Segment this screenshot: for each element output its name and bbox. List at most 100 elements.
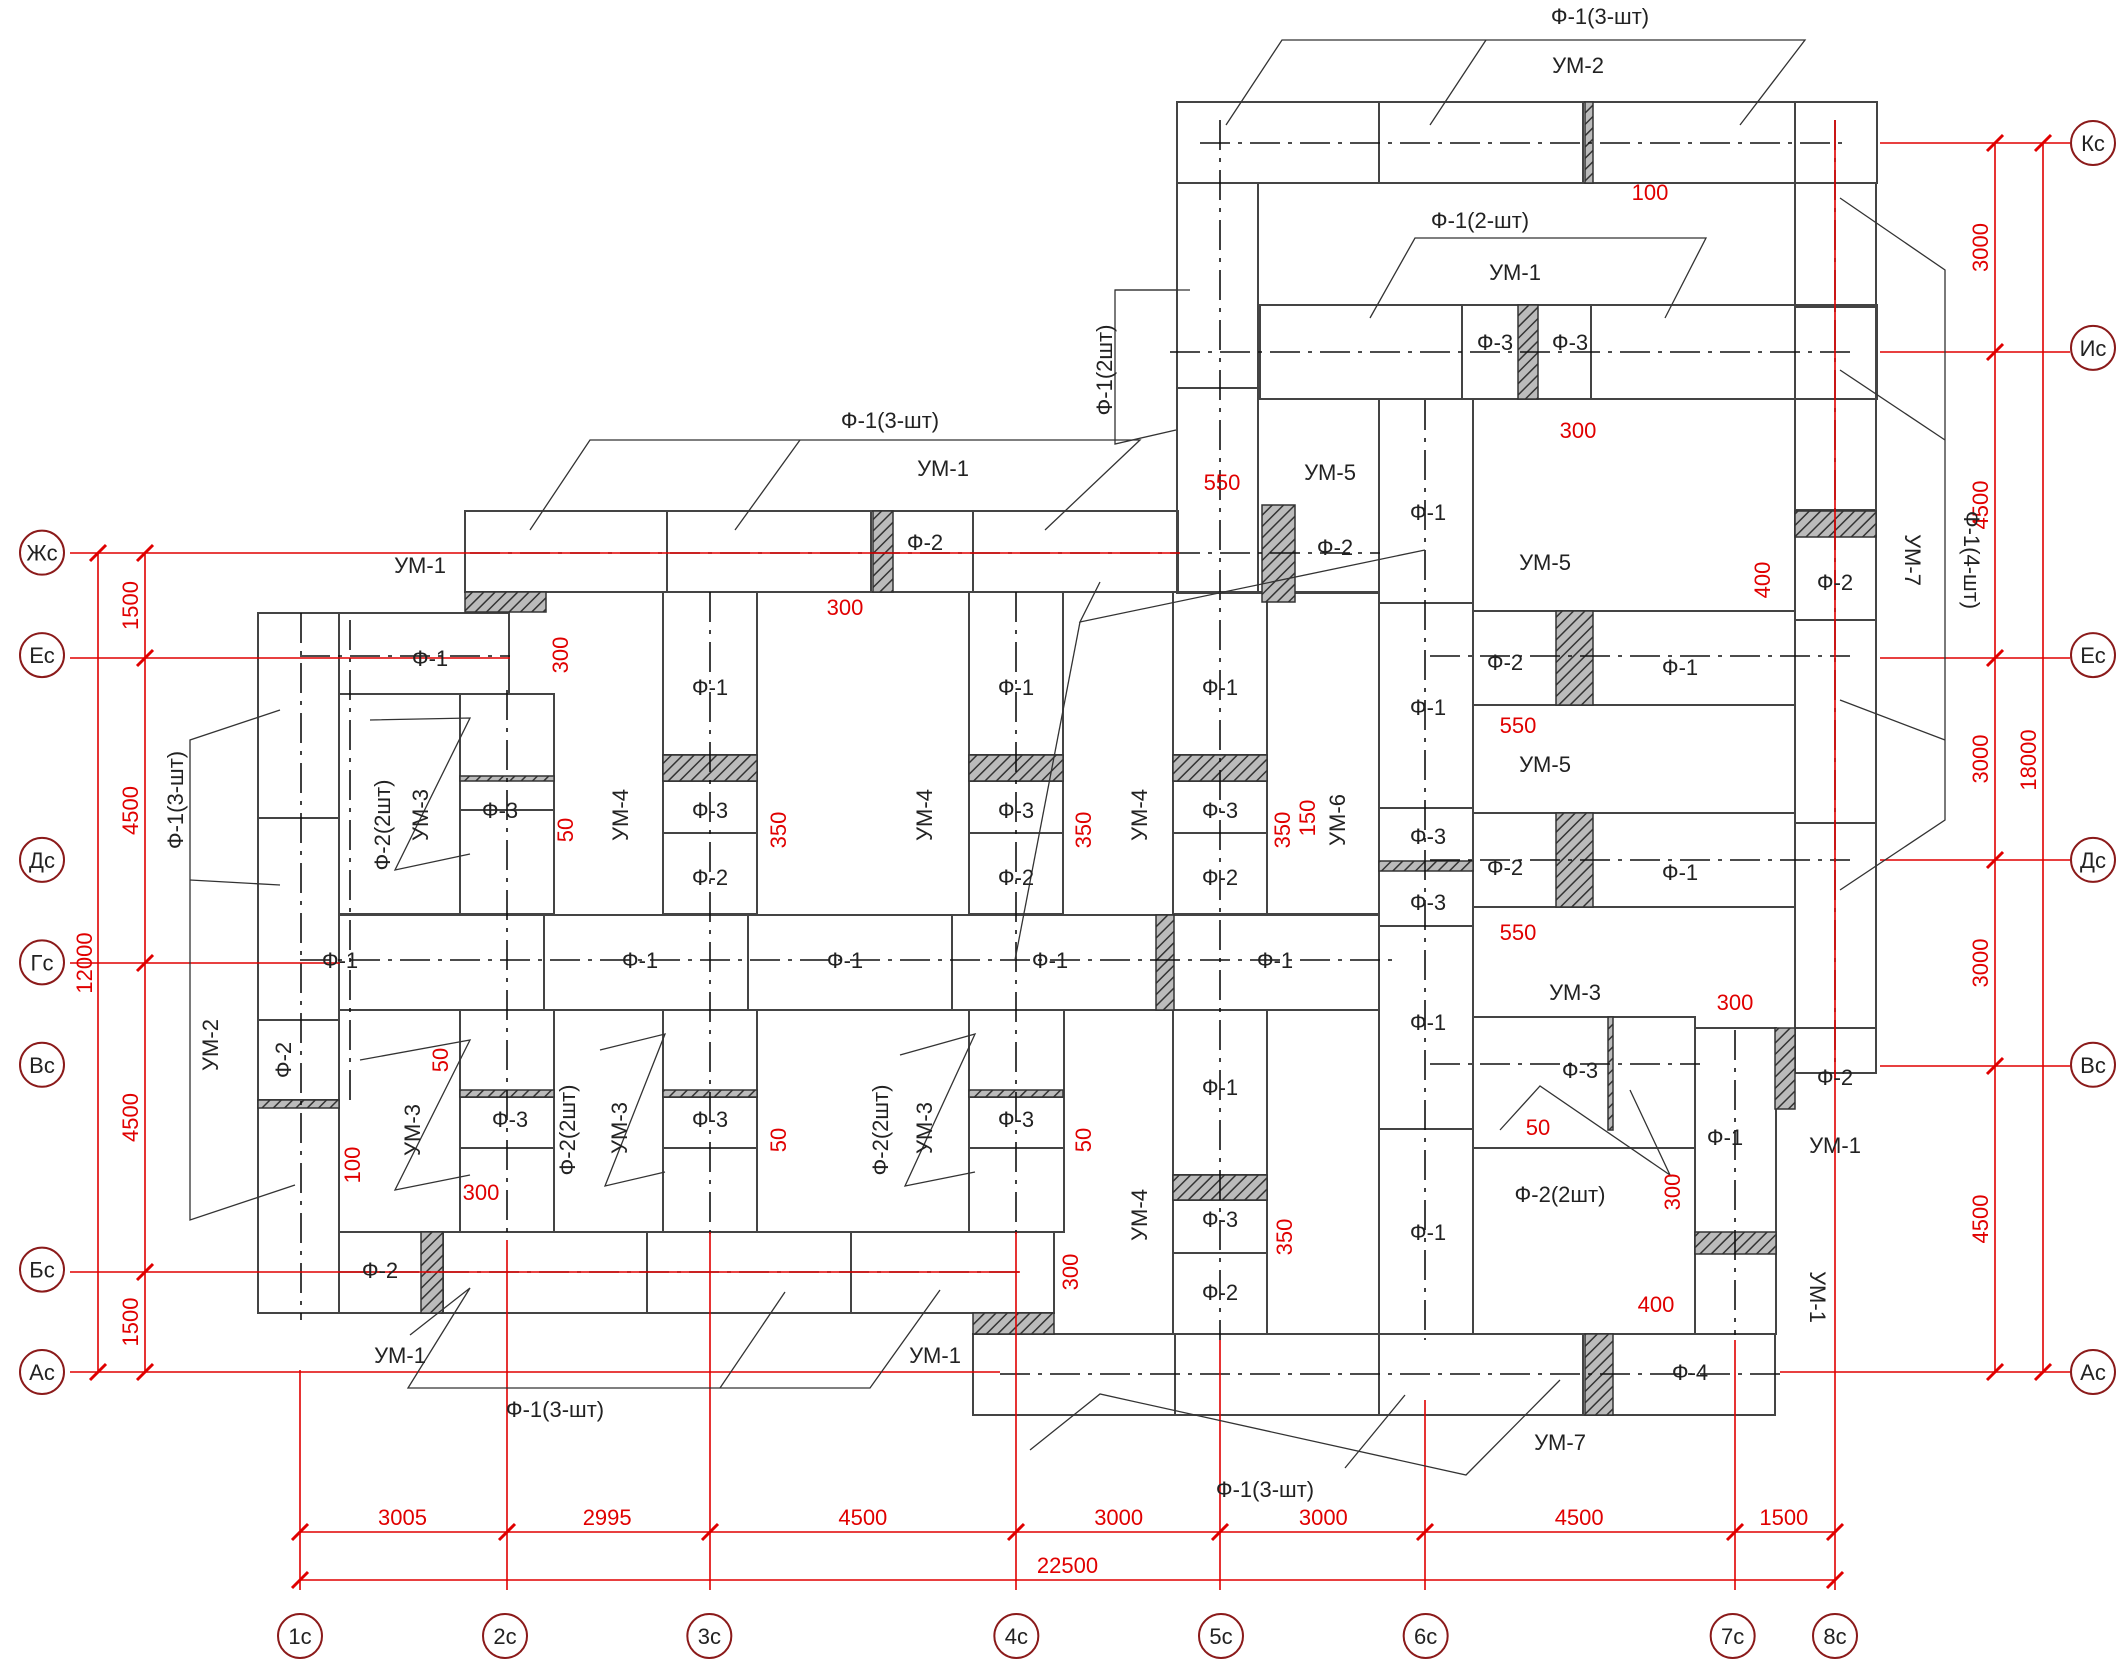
connection-blocks — [257, 101, 1877, 1416]
label-f1: Ф-1 — [1202, 675, 1238, 700]
label-f1: Ф-1 — [1662, 655, 1698, 680]
label-f2: Ф-2 — [1817, 570, 1853, 595]
label-d300: 300 — [1058, 1254, 1083, 1291]
label-f1: Ф-1 — [998, 675, 1034, 700]
label-f1: Ф-1 — [1257, 948, 1293, 973]
label-f1_2: Ф-1(2-шт) — [1431, 208, 1529, 233]
dim-bottom-5: 3000 — [1299, 1505, 1348, 1530]
label-d150: 150 — [1295, 800, 1320, 837]
label-d300: 300 — [548, 637, 573, 674]
dim-right-2: 4500 — [1968, 481, 1993, 530]
dim-right-5: 4500 — [1968, 1195, 1993, 1244]
label-f2: Ф-2 — [907, 530, 943, 555]
label-f3: Ф-3 — [998, 1107, 1034, 1132]
axis-bubble-col-1: 1с — [277, 1613, 323, 1659]
label-f1_3: Ф-1(3-шт) — [506, 1397, 604, 1422]
label-um4: УМ-4 — [1127, 789, 1152, 841]
label-f1: Ф-1 — [412, 646, 448, 671]
label-f1: Ф-1 — [622, 948, 658, 973]
grid-lines — [70, 120, 2070, 1590]
label-um1: УМ-1 — [909, 1343, 961, 1368]
axis-label: 4с — [1005, 1624, 1028, 1649]
label-d300: 300 — [463, 1180, 500, 1205]
label-um3: УМ-3 — [1549, 980, 1601, 1005]
label-f2: Ф-2 — [998, 865, 1034, 890]
dim-left-2: 4500 — [118, 1093, 143, 1142]
label-f3: Ф-3 — [1202, 1207, 1238, 1232]
label-f1: Ф-1 — [1707, 1125, 1743, 1150]
label-um1: УМ-1 — [394, 553, 446, 578]
label-f3: Ф-3 — [1477, 330, 1513, 355]
dim-right-1: 3000 — [1968, 223, 1993, 272]
label-f2: Ф-2 — [1487, 650, 1523, 675]
label-f3: Ф-3 — [492, 1107, 528, 1132]
label-f1: Ф-1 — [1032, 948, 1068, 973]
axis-label: 1с — [288, 1624, 311, 1649]
label-um5: УМ-5 — [1519, 550, 1571, 575]
axis-label: 6с — [1414, 1624, 1437, 1649]
label-f3: Ф-3 — [1562, 1058, 1598, 1083]
axis-bubble-row-left-7: Жс — [19, 529, 65, 576]
label-d50: 50 — [1526, 1115, 1550, 1140]
label-f1: Ф-1 — [827, 948, 863, 973]
label-um7: УМ-7 — [1534, 1430, 1586, 1455]
axis-label: Гс — [31, 950, 54, 975]
label-um7: УМ-7 — [1900, 534, 1925, 586]
label-f2: Ф-2 — [1202, 1280, 1238, 1305]
axis-label: Дс — [2080, 848, 2106, 873]
label-f1: Ф-1 — [1410, 1010, 1446, 1035]
axis-bubble-col-5: 5с — [1198, 1613, 1244, 1659]
axis-label: 3с — [698, 1624, 721, 1649]
label-f2: Ф-2 — [362, 1258, 398, 1283]
label-f2_2: Ф-2(2шт) — [868, 1085, 893, 1176]
label-um4: УМ-4 — [912, 789, 937, 841]
dim-left-4: 1500 — [118, 581, 143, 630]
label-f1_2v: Ф-1(2шт) — [1092, 325, 1117, 416]
dim-right-total: 18000 — [2016, 729, 2041, 790]
label-d400: 400 — [1638, 1292, 1675, 1317]
foundation-outlines — [257, 101, 1878, 1416]
center-lines — [300, 120, 1850, 1375]
label-f3: Ф-3 — [692, 798, 728, 823]
axis-bubble-row-left-5: Дс — [19, 836, 65, 883]
dim-left-1: 1500 — [118, 1298, 143, 1347]
label-f3: Ф-3 — [692, 1107, 728, 1132]
label-f3: Ф-3 — [1410, 890, 1446, 915]
axis-bubble-col-8: 8с — [1812, 1613, 1858, 1659]
label-d350: 350 — [1272, 1219, 1297, 1256]
label-f3: Ф-3 — [998, 798, 1034, 823]
label-um1: УМ-1 — [1809, 1133, 1861, 1158]
label-d550: 550 — [1500, 713, 1537, 738]
label-f3: Ф-3 — [1552, 330, 1588, 355]
label-d550: 550 — [1500, 920, 1537, 945]
label-f2: Ф-2 — [692, 865, 728, 890]
axis-bubble-col-6: 6с — [1402, 1613, 1449, 1659]
label-f2_2: Ф-2(2шт) — [370, 780, 395, 871]
axis-bubble-row-left-2: Бс — [19, 1246, 65, 1293]
axis-bubble-row-left-1: Ас — [19, 1349, 65, 1395]
label-um3: УМ-3 — [400, 1104, 425, 1156]
axis-label: Ас — [29, 1360, 55, 1385]
axis-label: Бс — [29, 1258, 54, 1283]
axis-bubble-col-7: 7с — [1709, 1613, 1756, 1659]
label-f1: Ф-1 — [322, 948, 358, 973]
dim-left-total: 12000 — [72, 932, 97, 993]
label-f2: Ф-2 — [1317, 535, 1353, 560]
axis-label: 5с — [1209, 1624, 1232, 1649]
label-um6: УМ-6 — [1325, 794, 1350, 846]
label-d50: 50 — [428, 1048, 453, 1072]
label-d300: 300 — [1717, 990, 1754, 1015]
dimension-ticks — [88, 133, 2053, 1590]
label-um1: УМ-1 — [1805, 1271, 1830, 1323]
label-um1: УМ-1 — [917, 456, 969, 481]
dim-bottom-4: 3000 — [1094, 1505, 1143, 1530]
label-d350: 350 — [766, 812, 791, 849]
axis-bubble-row-right-8: Ис — [2070, 324, 2116, 371]
label-um2: УМ-2 — [198, 1019, 223, 1071]
dim-bottom-total: 22500 — [1037, 1553, 1098, 1578]
label-f4: Ф-4 — [1672, 1360, 1708, 1385]
